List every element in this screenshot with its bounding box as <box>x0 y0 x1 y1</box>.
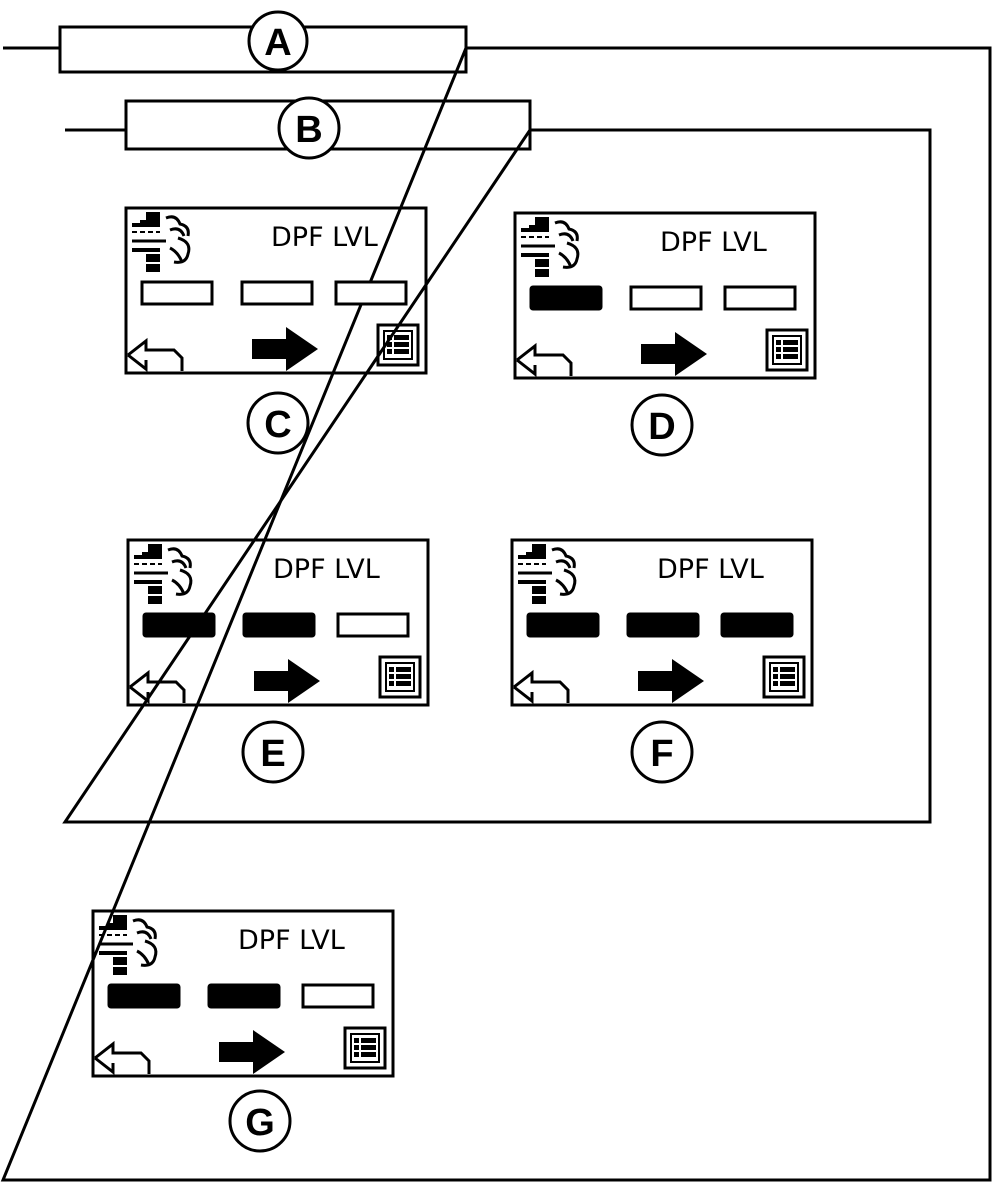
screen-c: DPF LVL <box>124 206 428 375</box>
forward-arrow-icon <box>641 332 707 376</box>
screen-d-level-bar <box>529 285 797 311</box>
screen-c-label: C <box>264 404 291 446</box>
screen-d-label-badge: D <box>630 393 694 457</box>
menu-list-icon <box>376 323 420 367</box>
screen-c-level-bar <box>140 280 408 306</box>
frame-b: B <box>62 96 932 824</box>
forward-arrow-icon <box>219 1030 285 1074</box>
screen-f-level-bar <box>526 612 794 638</box>
level-segment-empty <box>723 285 797 311</box>
forward-arrow-icon <box>254 659 320 703</box>
menu-list-icon <box>762 655 806 699</box>
screen-f: DPF LVL <box>510 538 814 707</box>
dpf-filter-icon <box>132 542 193 606</box>
level-segment-empty <box>240 280 314 306</box>
back-arrow-icon <box>128 671 186 705</box>
screen-f-label: F <box>650 733 673 775</box>
screen-e-level-bar <box>142 612 410 638</box>
frame-a-label-circle <box>247 10 309 72</box>
dpf-filter-icon <box>97 913 158 977</box>
menu-list-icon <box>378 655 422 699</box>
level-segment-filled <box>107 983 181 1009</box>
screen-g-label: G <box>245 1102 275 1144</box>
level-segment-filled <box>720 612 794 638</box>
frame-b-label: B <box>295 109 322 151</box>
dpf-filter-icon <box>130 210 191 274</box>
screen-f-title: DPF LVL <box>657 554 764 585</box>
forward-arrow-icon <box>638 659 704 703</box>
back-arrow-icon <box>126 339 184 373</box>
frame-a-label: A <box>264 22 291 64</box>
dpf-filter-icon <box>519 215 580 279</box>
dpf-filter-icon <box>516 542 577 606</box>
level-segment-empty <box>336 612 410 638</box>
screen-c-label-badge: C <box>246 391 310 455</box>
screen-f-label-badge: F <box>630 720 694 784</box>
menu-list-icon <box>765 328 809 372</box>
screen-d-label: D <box>648 406 675 448</box>
level-segment-empty <box>629 285 703 311</box>
screen-e-label: E <box>260 733 285 775</box>
screen-e: DPF LVL <box>126 538 430 707</box>
menu-list-icon <box>343 1026 387 1070</box>
screen-g-level-bar <box>107 983 375 1009</box>
screen-e-title: DPF LVL <box>273 554 380 585</box>
level-segment-filled <box>142 612 216 638</box>
back-arrow-icon <box>512 671 570 705</box>
level-segment-empty <box>140 280 214 306</box>
screen-e-label-badge: E <box>241 720 305 784</box>
level-segment-filled <box>529 285 603 311</box>
screen-d-title: DPF LVL <box>660 227 767 258</box>
back-arrow-icon <box>93 1042 151 1076</box>
screen-d: DPF LVL <box>513 211 817 380</box>
screen-g-label-badge: G <box>228 1089 292 1153</box>
screen-g-title: DPF LVL <box>238 925 345 956</box>
screen-c-title: DPF LVL <box>271 222 378 253</box>
level-segment-empty <box>301 983 375 1009</box>
back-arrow-icon <box>515 344 573 378</box>
frame-b-label-circle <box>277 96 341 160</box>
frame-a: A <box>0 10 992 1182</box>
level-segment-filled <box>242 612 316 638</box>
forward-arrow-icon <box>252 327 318 371</box>
level-segment-filled <box>207 983 281 1009</box>
screen-g: DPF LVL <box>91 909 395 1078</box>
level-segment-empty <box>334 280 408 306</box>
level-segment-filled <box>526 612 600 638</box>
level-segment-filled <box>626 612 700 638</box>
